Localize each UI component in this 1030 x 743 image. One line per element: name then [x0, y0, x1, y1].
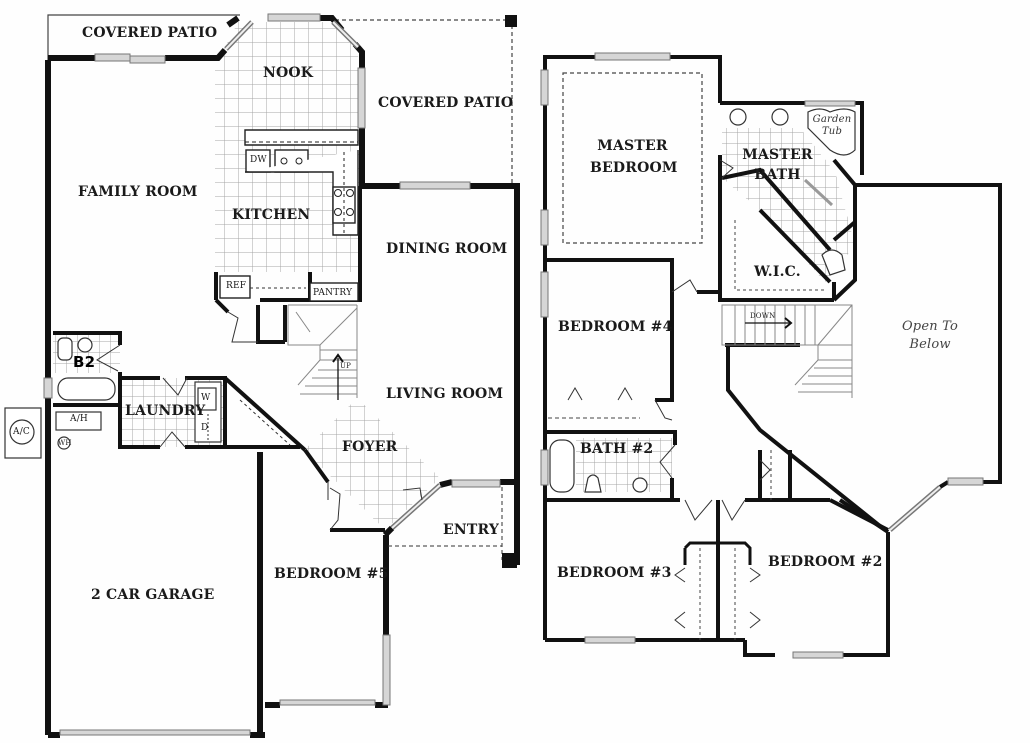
room-label-wic: W.I.C. — [754, 264, 801, 280]
foyer-tile — [304, 398, 440, 530]
window — [399, 181, 471, 190]
garden-tub-label: Garden Tub — [812, 114, 852, 138]
master-bath-line1: MASTER — [742, 147, 813, 163]
bath2-tile — [576, 438, 672, 492]
room-label-covered-patio-left: COVERED PATIO — [82, 25, 218, 41]
master-bedroom-line2: BEDROOM — [590, 160, 678, 176]
window — [451, 479, 501, 488]
room-label-living-room: LIVING ROOM — [386, 386, 504, 402]
room-label-nook: NOOK — [263, 65, 314, 81]
room-label-dining-room: DINING ROOM — [386, 241, 508, 257]
stairs-up-label: UP — [340, 362, 352, 370]
second-floor — [540, 52, 1002, 659]
room-label-bath-2: BATH #2 — [580, 441, 654, 457]
room-label-bedroom-4: BEDROOM #4 — [558, 319, 673, 335]
room-label-entry: ENTRY — [443, 522, 500, 538]
window — [94, 53, 131, 62]
fixture-label-ac: A/C — [13, 427, 31, 437]
window — [279, 699, 376, 706]
room-label-b2: B2 — [73, 353, 96, 371]
stairs-down-label: DOWN — [750, 312, 776, 320]
window — [267, 13, 321, 22]
window — [129, 55, 166, 64]
garage-door — [59, 729, 251, 736]
master-bath-line2: BATH — [754, 167, 801, 183]
covered-patio-left-outline — [47, 14, 240, 60]
room-label-master-bedroom: MASTER BEDROOM — [590, 135, 678, 179]
nook-kitchen-tile — [215, 22, 360, 272]
open-to-below-line1: Open To — [901, 319, 959, 334]
first-floor — [4, 13, 520, 738]
room-label-garage: 2 CAR GARAGE — [91, 587, 215, 603]
fixture-label-ah: A/H — [70, 414, 88, 424]
garden-tub-line1: Garden — [812, 114, 852, 125]
fixture-label-dryer: D — [201, 423, 209, 433]
open-to-below-line2: Below — [909, 337, 951, 352]
window — [43, 377, 53, 399]
room-label-master-bath: MASTER BATH — [740, 145, 815, 185]
fixture-label-pantry: PANTRY — [313, 288, 353, 298]
window — [382, 634, 391, 706]
room-label-foyer: FOYER — [342, 439, 398, 455]
room-label-bedroom-3: BEDROOM #3 — [557, 565, 672, 581]
open-to-below-label: Open To Below — [895, 318, 965, 354]
window — [357, 67, 366, 129]
room-label-laundry: LAUNDRY — [125, 403, 206, 419]
master-bedroom-line1: MASTER — [597, 138, 668, 154]
room-label-bedroom-5: BEDROOM #5 — [274, 566, 389, 582]
room-label-family-room: FAMILY ROOM — [78, 184, 198, 200]
room-label-bedroom-2: BEDROOM #2 — [768, 554, 883, 570]
fixture-label-ref: REF — [226, 281, 247, 291]
garden-tub-line2: Tub — [821, 126, 843, 137]
fixture-label-dw: DW — [250, 155, 267, 165]
fixture-label-washer: W — [201, 393, 211, 403]
room-label-covered-patio-right: COVERED PATIO — [378, 95, 514, 111]
room-label-kitchen: KITCHEN — [232, 207, 311, 223]
fixture-label-wh: WH — [58, 439, 72, 447]
